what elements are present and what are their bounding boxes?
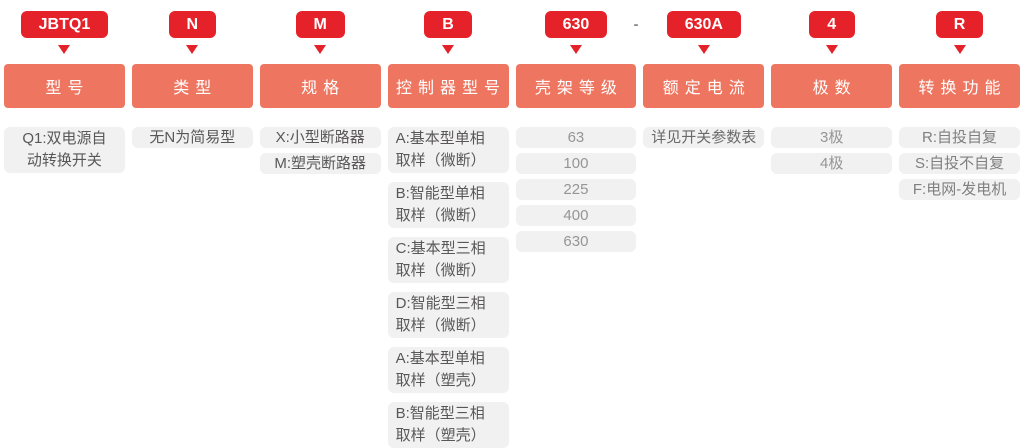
arrow-down-icon bbox=[58, 45, 71, 54]
code-badge: JBTQ1 bbox=[20, 11, 109, 38]
code-badge: N bbox=[168, 11, 217, 38]
code-badge: 630 bbox=[544, 11, 608, 38]
column-2: N 类型无N为简易型 bbox=[131, 0, 253, 148]
list-item: 400 bbox=[515, 205, 637, 226]
list-item: 详见开关参数表 bbox=[643, 127, 765, 148]
column-header: 转换功能 bbox=[899, 64, 1020, 108]
list-item: F:电网-发电机 bbox=[899, 179, 1020, 200]
column-header: 类型 bbox=[131, 64, 253, 108]
code-badge-row: R bbox=[935, 11, 984, 38]
column-3: M 规格 X:小型断路器 M:塑壳断路器 bbox=[259, 0, 381, 174]
column-header: 极数 bbox=[771, 64, 893, 108]
arrow-down-icon bbox=[953, 45, 966, 54]
column-header: 壳架等级 bbox=[515, 64, 637, 108]
list-item: 100 bbox=[515, 153, 637, 174]
list-item: X:小型断路器 bbox=[259, 127, 381, 148]
arrow-down-icon bbox=[825, 45, 838, 54]
code-badge-row: JBTQ1 bbox=[20, 11, 109, 38]
arrow-down-icon bbox=[442, 45, 455, 54]
list-item: C:基本型三相 取样（微断） bbox=[387, 237, 509, 283]
arrow-down-icon bbox=[314, 45, 327, 54]
list-item: D:智能型三相 取样（微断） bbox=[387, 292, 509, 338]
list-item: 63 bbox=[515, 127, 637, 148]
code-badge-row: B bbox=[424, 11, 472, 38]
list-item: 225 bbox=[515, 179, 637, 200]
code-badge-row: 630 bbox=[544, 11, 608, 38]
list-item: Q1:双电源自 动转换开关 bbox=[4, 127, 125, 173]
list-item: 3极 bbox=[771, 127, 893, 148]
column-5: 630 壳架等级 63 100 225 400 630 bbox=[515, 0, 637, 252]
code-badge: R bbox=[935, 11, 984, 38]
code-badge-row: M bbox=[295, 11, 345, 38]
list-item: A:基本型单相 取样（塑壳） bbox=[387, 347, 509, 393]
column-items: Q1:双电源自 动转换开关 bbox=[4, 127, 125, 173]
column-header: 控制器型号 bbox=[387, 64, 509, 108]
list-item: 630 bbox=[515, 231, 637, 252]
column-items: 63 100 225 400 630 bbox=[515, 127, 637, 252]
arrow-down-icon bbox=[697, 45, 710, 54]
list-item: B:智能型三相 取样（塑壳） bbox=[387, 402, 509, 448]
list-item: A:基本型单相 取样（微断） bbox=[387, 127, 509, 173]
code-badge-row: 4 bbox=[808, 11, 855, 38]
code-badge: 630A bbox=[666, 11, 741, 38]
column-items: R:自投自复 S:自投不自复 F:电网-发电机 bbox=[899, 127, 1020, 200]
code-badge-row: N bbox=[168, 11, 217, 38]
column-6: 630A 额定电流详见开关参数表 bbox=[643, 0, 765, 148]
column-4: B 控制器型号 A:基本型单相 取样（微断） B:智能型单相 取样（微断） C:基本型三… bbox=[387, 0, 509, 448]
column-header: 额定电流 bbox=[643, 64, 765, 108]
list-item: M:塑壳断路器 bbox=[259, 153, 381, 174]
column-items: 详见开关参数表 bbox=[643, 127, 765, 148]
column-header: 型号 bbox=[4, 64, 125, 108]
list-item: S:自投不自复 bbox=[899, 153, 1020, 174]
column-items: X:小型断路器 M:塑壳断路器 bbox=[259, 127, 381, 174]
column-header: 规格 bbox=[259, 64, 381, 108]
code-badge: M bbox=[295, 11, 345, 38]
arrow-down-icon bbox=[186, 45, 199, 54]
arrow-down-icon bbox=[569, 45, 582, 54]
column-1: JBTQ1 型号 Q1:双电源自 动转换开关 bbox=[4, 0, 125, 173]
code-badge: B bbox=[424, 11, 472, 38]
column-items: 无N为简易型 bbox=[131, 127, 253, 148]
code-badge-row: 630A bbox=[666, 11, 741, 38]
code-badge: 4 bbox=[808, 11, 855, 38]
list-item: R:自投自复 bbox=[899, 127, 1020, 148]
list-item: 无N为简易型 bbox=[131, 127, 253, 148]
list-item: B:智能型单相 取样（微断） bbox=[387, 182, 509, 228]
column-8: R 转换功能 R:自投自复 S:自投不自复 F:电网-发电机 bbox=[899, 0, 1020, 200]
list-item: 4极 bbox=[771, 153, 893, 174]
column-items: A:基本型单相 取样（微断） B:智能型单相 取样（微断） C:基本型三相 取样（微… bbox=[387, 127, 509, 448]
code-separator-dash: - bbox=[633, 16, 639, 33]
